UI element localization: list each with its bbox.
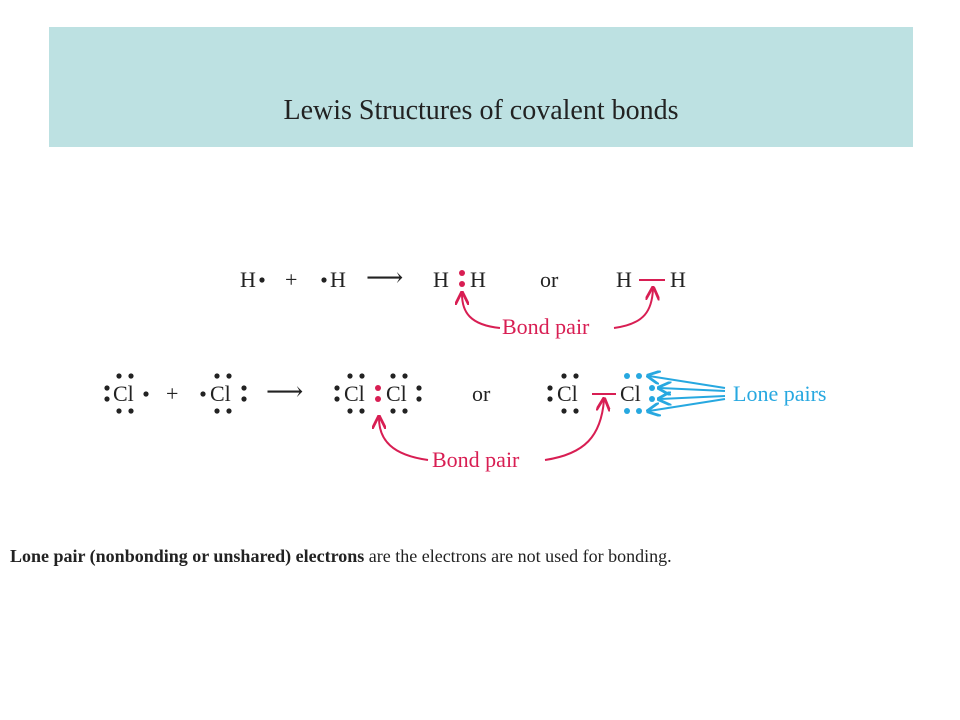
bond-electron-dot [459, 281, 465, 287]
reaction-arrow: ⟶ [366, 263, 403, 292]
bond-pair-arrow-right [613, 289, 653, 329]
h-atom-alt-2: H [670, 267, 686, 292]
lone-pair-arrows [649, 376, 726, 411]
h-atom-alt-1: H [616, 267, 632, 292]
h-atom-right: H [330, 267, 346, 292]
cl-atom-alt-2: Cl [620, 381, 641, 406]
chlorine-product-dots [334, 373, 422, 414]
or-label-1: or [540, 267, 559, 292]
bond-pair-arrow-left-2 [379, 418, 429, 461]
plus-sign-2: + [166, 381, 178, 406]
chlorine-alt-dots [547, 373, 579, 414]
bond-pair-label-2: Bond pair [432, 447, 520, 472]
title-banner: Lewis Structures of covalent bonds [49, 27, 913, 147]
bond-pair-arrow-left [462, 294, 501, 329]
caption-bold: Lone pair (nonbonding or unshared) elect… [10, 546, 365, 566]
chlorine-atom-a [104, 373, 149, 414]
lone-pair-dots [624, 373, 655, 414]
cl-atom-a: Cl [113, 381, 134, 406]
chlorine-atom-b [200, 373, 247, 414]
bond-electron-dot [375, 385, 381, 391]
electron-dot [321, 277, 327, 283]
h-atom-product-1: H [433, 267, 449, 292]
cl-atom-product-1: Cl [344, 381, 365, 406]
h-atom-left: H [240, 267, 256, 292]
or-label-2: or [472, 381, 491, 406]
cl-atom-b: Cl [210, 381, 231, 406]
h-atom-product-2: H [470, 267, 486, 292]
reaction-arrow-2: ⟶ [266, 377, 303, 406]
cl-atom-alt-1: Cl [557, 381, 578, 406]
bond-electron-dot [375, 396, 381, 402]
cl-atom-product-2: Cl [386, 381, 407, 406]
lone-pairs-label: Lone pairs [733, 381, 826, 406]
bond-pair-arrow-right-2 [544, 400, 604, 461]
page-title: Lewis Structures of covalent bonds [283, 95, 679, 126]
caption-text: Lone pair (nonbonding or unshared) elect… [10, 546, 672, 567]
electron-dot [259, 277, 265, 283]
bond-electron-dot [459, 270, 465, 276]
plus-sign: + [285, 267, 297, 292]
bond-pair-label-1: Bond pair [502, 314, 590, 339]
caption-rest: are the electrons are not used for bondi… [364, 546, 672, 566]
